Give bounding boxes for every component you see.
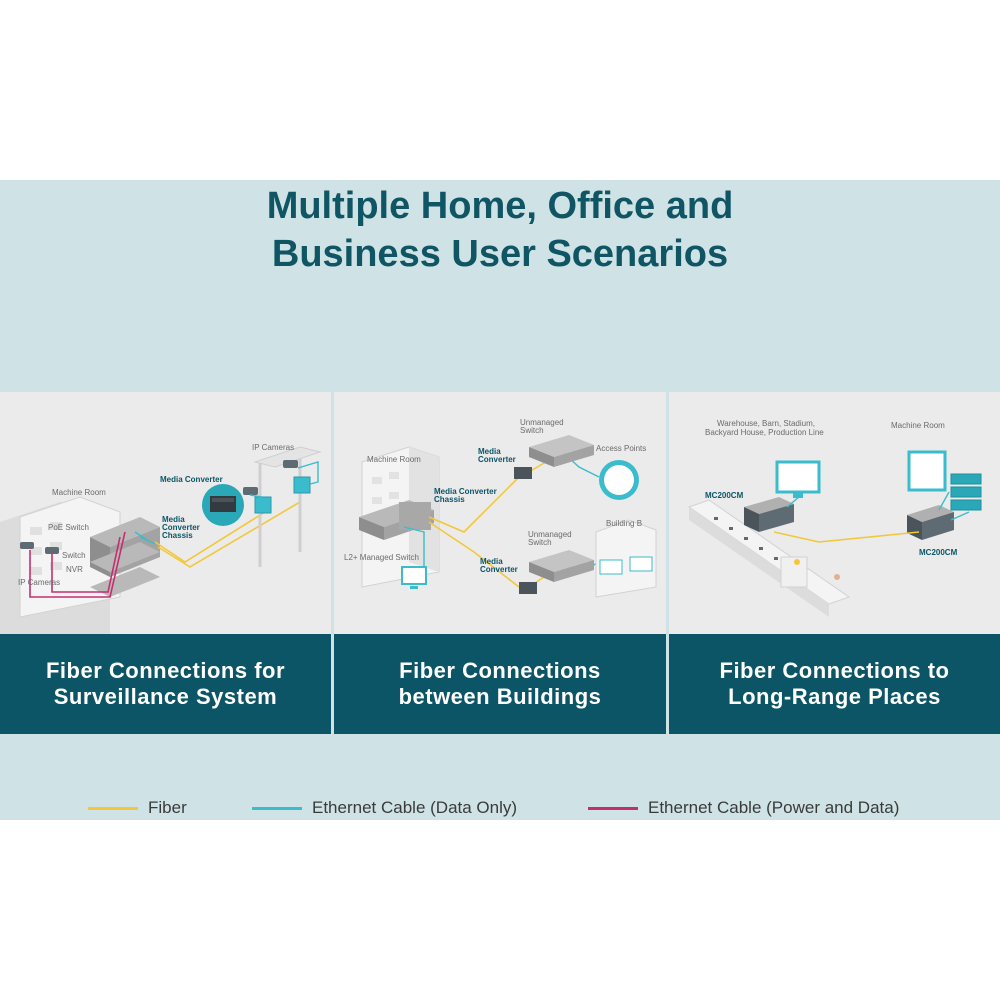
label-building-b: Building B bbox=[606, 519, 642, 528]
legend-label-ethernet-power: Ethernet Cable (Power and Data) bbox=[648, 798, 900, 817]
label-machine-room: Machine Room bbox=[52, 488, 106, 497]
label-switch: Switch bbox=[62, 551, 86, 560]
warehouse-l1: Warehouse, Barn, Stadium, bbox=[717, 419, 815, 428]
legend-label-ethernet-data: Ethernet Cable (Data Only) bbox=[312, 798, 518, 817]
label-mc200cm-right: MC200CM bbox=[919, 548, 958, 557]
mc-bot-l1: Media bbox=[480, 557, 503, 566]
label-ip-cameras-bottom: IP Cameras bbox=[18, 578, 60, 587]
warehouse-l2: Backyard House, Production Line bbox=[705, 428, 824, 437]
us-bot-l1: Unmanaged bbox=[528, 530, 572, 539]
long-range-illustration: Warehouse, Barn, Stadium, Backyard House… bbox=[687, 419, 982, 617]
us-top-l2: Switch bbox=[520, 426, 544, 435]
mc-bot-l2: Converter bbox=[480, 565, 518, 574]
chassis-line-1: Media bbox=[162, 515, 185, 524]
legend-swatch-ethernet-power bbox=[588, 806, 638, 810]
label-media-converter-chassis: Media Converter Chassis bbox=[162, 515, 202, 540]
mc-top-l2: Converter bbox=[478, 455, 516, 464]
buildings-illustration: Unmanaged Switch Access Points Machine R… bbox=[344, 418, 657, 598]
mcc-l2: Chassis bbox=[434, 495, 465, 504]
label-unmanaged-switch-top: Unmanaged Switch bbox=[520, 418, 566, 435]
legend-item-fiber: Fiber bbox=[88, 796, 187, 820]
label-access-points: Access Points bbox=[596, 444, 646, 453]
caption-buildings: Fiber Connections between Buildings bbox=[334, 634, 666, 734]
unmanaged-switch-bottom bbox=[529, 550, 594, 582]
page-title: Multiple Home, Office and Business User … bbox=[266, 185, 734, 275]
us-top-l1: Unmanaged bbox=[520, 418, 564, 427]
label-nvr: NVR bbox=[66, 565, 83, 574]
panel-buildings: Unmanaged Switch Access Points Machine R… bbox=[334, 392, 666, 734]
label-mc200cm-left: MC200CM bbox=[705, 491, 744, 500]
label-machine-room-3: Machine Room bbox=[891, 421, 945, 430]
label-ip-cameras-top: IP Cameras bbox=[252, 443, 294, 452]
unmanaged-switch-top bbox=[529, 435, 594, 467]
legend: Fiber Ethernet Cable (Data Only) Etherne… bbox=[0, 796, 1000, 820]
mc-top-l1: Media bbox=[478, 447, 501, 456]
label-media-converter: Media Converter bbox=[160, 475, 223, 484]
label-warehouse: Warehouse, Barn, Stadium, Backyard House… bbox=[705, 419, 824, 437]
legend-item-ethernet-data: Ethernet Cable (Data Only) bbox=[252, 796, 517, 820]
label-poe-switch: PoE Switch bbox=[48, 523, 89, 532]
legend-item-ethernet-power: Ethernet Cable (Power and Data) bbox=[588, 796, 899, 820]
surveillance-illustration: IP Cameras Media Converter Media Convert… bbox=[0, 443, 322, 634]
panel-long-range: Warehouse, Barn, Stadium, Backyard House… bbox=[669, 392, 1000, 734]
label-media-converter-chassis-2: Media Converter Chassis bbox=[434, 487, 499, 504]
label-media-converter-top: Media Converter bbox=[478, 447, 516, 464]
label-machine-room-2: Machine Room bbox=[367, 455, 421, 464]
legend-swatch-fiber bbox=[88, 806, 138, 810]
panel-surveillance: IP Cameras Media Converter Media Convert… bbox=[0, 392, 331, 734]
legend-swatch-ethernet-data bbox=[252, 806, 302, 810]
caption-surveillance: Fiber Connections for Surveillance Syste… bbox=[0, 634, 331, 734]
chassis-line-3: Chassis bbox=[162, 531, 193, 540]
chassis-line-2: Converter bbox=[162, 523, 200, 532]
caption-long-range: Fiber Connections to Long-Range Places bbox=[669, 634, 1000, 734]
legend-label-fiber: Fiber bbox=[148, 798, 187, 817]
camera-icons bbox=[20, 542, 59, 554]
label-unmanaged-switch-bottom: Unmanaged Switch bbox=[528, 530, 574, 547]
label-l2-switch: L2+ Managed Switch bbox=[344, 553, 419, 562]
mcc-l1: Media Converter bbox=[434, 487, 497, 496]
us-bot-l2: Switch bbox=[528, 538, 552, 547]
label-media-converter-bottom: Media Converter bbox=[480, 557, 518, 574]
